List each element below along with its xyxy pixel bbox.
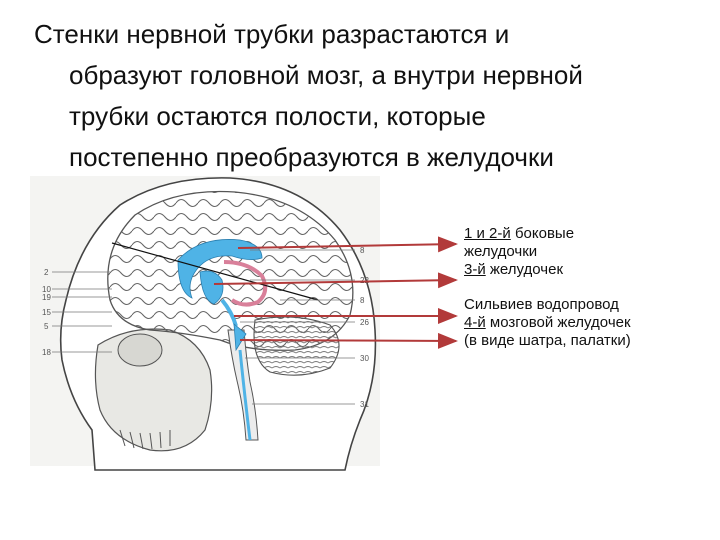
fourth-ventricle — [233, 323, 247, 352]
label-cerebral-aqueduct: Сильвиев водопровод — [464, 296, 619, 313]
figure-number-left-6: 18 — [42, 348, 51, 357]
arrow-lateral-ventricles — [237, 236, 458, 253]
title-line-2: образуют головной мозг, а внутри нервной — [69, 60, 583, 90]
ventricle-labels: 1 и 2-й боковые желудочки 3-й желудочек … — [464, 225, 704, 350]
cerebral-aqueduct — [220, 298, 238, 327]
arrow-third-ventricle — [213, 272, 458, 289]
figure-number-right-6: 31 — [360, 400, 369, 409]
figure-number-right-1: 8 — [360, 246, 365, 255]
cerebellum — [253, 316, 340, 376]
central-canal — [238, 349, 252, 441]
cerebrum — [107, 190, 354, 351]
figure-number-left-5: 5 — [44, 322, 49, 331]
right-numbers: 8 22 8 26 30 31 — [360, 246, 369, 409]
title-line-1: Стенки нервной трубки разрастаются и — [34, 19, 510, 49]
lateral-ventricle — [177, 239, 263, 299]
figure-number-right-5: 30 — [360, 354, 369, 363]
left-leaders — [52, 271, 112, 353]
label-fourth-ventricle-line2: (в виде шатра, палатки) — [464, 332, 631, 349]
label-third-ventricle: 3-й желудочек — [464, 261, 564, 278]
choroid-plexus — [223, 260, 268, 307]
figure-number-right-2: 22 — [360, 276, 369, 285]
figure-number-left-4: 15 — [42, 308, 51, 317]
right-leaders — [240, 249, 355, 405]
label-fourth-ventricle: 4-й мозговой желудочек — [464, 314, 631, 331]
figure-number-right-3: 8 — [360, 296, 365, 305]
figure-number-right-4: 26 — [360, 318, 369, 327]
left-numbers: 2 10 19 15 5 18 — [42, 268, 51, 357]
arrow-fourth-ventricle — [239, 332, 458, 349]
teeth — [119, 429, 171, 450]
label-lateral-ventricles: 1 и 2-й боковые — [464, 225, 575, 242]
figure-number-left-2: 10 — [42, 285, 51, 294]
slide-title: Стенки нервной трубки разрастаются и обр… — [34, 14, 694, 178]
figure-number-left-3: 19 — [42, 293, 51, 302]
annotation-arrows — [213, 236, 458, 349]
third-ventricle — [199, 270, 224, 305]
label-lateral-ventricles-line2: желудочки — [464, 243, 538, 260]
section-line — [111, 242, 319, 301]
title-line-4: постепенно преобразуются в желудочки — [69, 142, 554, 172]
eye-orbit — [117, 333, 163, 367]
figure-number-left-1: 2 — [44, 268, 49, 277]
title-line-3: трубки остаются полости, которые — [69, 101, 486, 131]
